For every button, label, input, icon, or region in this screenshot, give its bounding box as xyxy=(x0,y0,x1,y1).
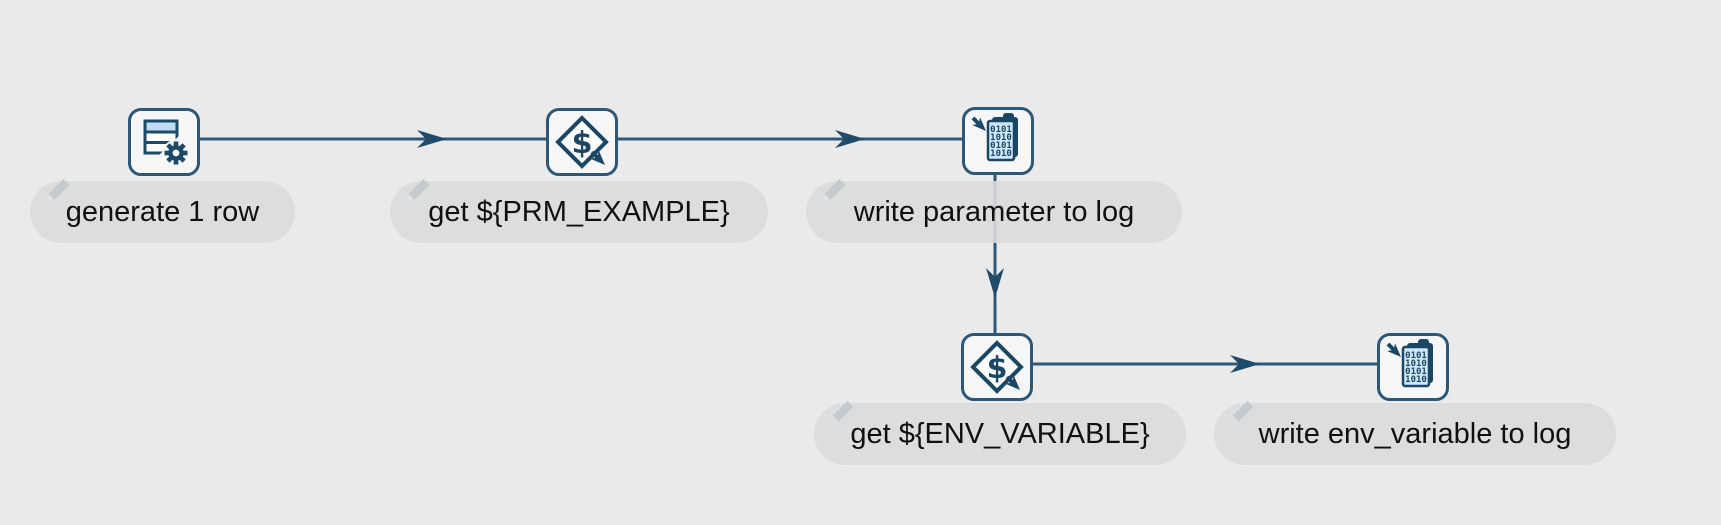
node-label-text: get ${PRM_EXAMPLE} xyxy=(428,195,730,228)
write-to-log-icon: 0101 1010 0101 1010 xyxy=(971,113,1018,162)
hop-get-env-to-write-env[interactable] xyxy=(1027,355,1377,373)
node-label-text: write env_variable to log xyxy=(1258,417,1572,450)
arrow-down-right-icon xyxy=(590,150,605,165)
gear-icon xyxy=(164,141,188,165)
label-write-env-variable-to-log[interactable]: write env_variable to log xyxy=(1214,400,1616,465)
node-label-text: get ${ENV_VARIABLE} xyxy=(850,417,1150,450)
arrow-down-right-icon xyxy=(1386,342,1401,357)
get-variables-icon: $ xyxy=(970,340,1024,394)
node-label-text: write parameter to log xyxy=(853,195,1135,228)
arrow-down-right-icon xyxy=(1005,375,1020,390)
log-row: 0101 xyxy=(990,125,1012,135)
log-row: 0101 xyxy=(1405,367,1427,377)
hop-get-prm-to-write-param[interactable] xyxy=(612,130,962,148)
transform-get-env-variable[interactable]: $ xyxy=(961,333,1033,401)
label-write-parameter-to-log[interactable]: write parameter to log xyxy=(806,178,1182,243)
node-label-text: generate 1 row xyxy=(65,195,260,228)
dollar-glyph: $ xyxy=(572,126,593,161)
log-row: 1010 xyxy=(990,133,1012,143)
write-to-log-icon: 0101 1010 0101 1010 xyxy=(1386,339,1433,388)
log-row: 1010 xyxy=(1405,359,1427,369)
log-row: 1010 xyxy=(990,149,1012,159)
transform-write-env-variable-to-log[interactable]: 0101 1010 0101 1010 xyxy=(1377,333,1449,401)
log-row: 1010 xyxy=(1405,375,1427,385)
log-document: 0101 1010 0101 1010 xyxy=(1401,339,1433,388)
log-row: 0101 xyxy=(1405,351,1427,361)
label-generate-1-row[interactable]: generate 1 row xyxy=(30,178,295,243)
log-document: 0101 1010 0101 1010 xyxy=(986,113,1018,162)
get-variables-icon: $ xyxy=(555,115,609,169)
transform-generate-1-row[interactable] xyxy=(128,108,200,176)
label-get-prm-example[interactable]: get ${PRM_EXAMPLE} xyxy=(390,178,768,243)
log-row: 0101 xyxy=(990,141,1012,151)
dollar-glyph: $ xyxy=(987,351,1008,386)
label-get-env-variable[interactable]: get ${ENV_VARIABLE} xyxy=(814,400,1186,465)
hop-generate-to-get-prm[interactable] xyxy=(194,130,546,148)
data-grid-icon xyxy=(143,119,190,167)
arrow-down-right-icon xyxy=(971,116,986,131)
transform-write-parameter-to-log[interactable]: 0101 1010 0101 1010 xyxy=(962,107,1034,175)
transform-get-prm-example[interactable]: $ xyxy=(546,108,618,176)
